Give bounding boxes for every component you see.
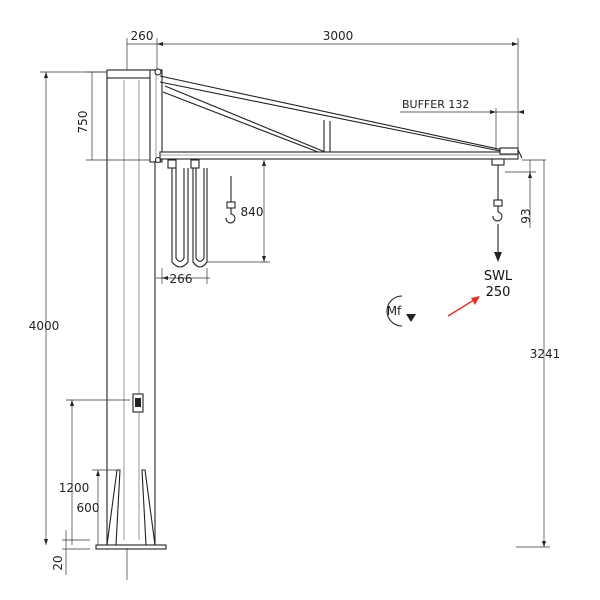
- dim-arrow: [528, 172, 532, 178]
- dim-cable-offset: 266: [170, 272, 193, 286]
- jib-tie-rod: [159, 75, 513, 153]
- hook-block: [226, 201, 236, 209]
- pointer-arrow-line: [447, 299, 475, 317]
- dimensions: 260 3000 750 BUFFER 132 840 266 93: [29, 29, 561, 580]
- dim-arrow: [44, 72, 48, 78]
- dim-arrow: [157, 42, 163, 46]
- moment-label: Mf: [387, 304, 402, 318]
- load-arrow-head: [494, 252, 502, 262]
- end-stop: [499, 147, 519, 155]
- trolley: [491, 158, 505, 166]
- pointer-arrow-head: [471, 296, 480, 305]
- cable-loop: [195, 168, 205, 263]
- dim-jib-height: 750: [76, 111, 90, 134]
- hook-block: [493, 199, 503, 207]
- pivot-pin: [154, 156, 162, 164]
- jib-tie-rod: [159, 81, 506, 153]
- buffer: [517, 149, 523, 159]
- electrical-box-switch: [135, 398, 141, 407]
- swl-value: 250: [486, 285, 511, 300]
- hook-icon: [225, 208, 236, 224]
- cable-trolley: [190, 159, 200, 169]
- swl-label: SWL: [484, 269, 513, 284]
- hook-extended: [491, 158, 505, 262]
- dim-arrow: [490, 110, 496, 114]
- cable-trolley: [167, 159, 177, 169]
- dim-base-height: 600: [77, 501, 100, 515]
- cable-loop: [171, 168, 189, 268]
- hook-parked: [225, 176, 236, 224]
- festoon-cables: [167, 159, 208, 268]
- cable-loop: [192, 168, 208, 268]
- dim-hook-approach: 840: [241, 205, 264, 219]
- hook-icon: [492, 206, 503, 222]
- jib-brace: [164, 85, 326, 153]
- dim-under-hook: 3241: [530, 347, 561, 361]
- dim-jib-length: 3000: [323, 29, 354, 43]
- jib-arm: [159, 75, 523, 160]
- pointer-arrow: [447, 296, 480, 317]
- column: [95, 68, 167, 550]
- jib-girder: [159, 151, 519, 160]
- dim-arrow: [162, 276, 168, 280]
- base-gusset: [106, 469, 121, 546]
- dim-arrow: [542, 541, 546, 547]
- dim-arrow: [512, 42, 518, 46]
- dim-arrow: [262, 256, 266, 262]
- cable-loop: [175, 168, 185, 263]
- dim-arrow: [70, 400, 74, 406]
- base-gusset: [141, 469, 156, 546]
- pivot-pin: [154, 68, 162, 76]
- moment-arrow-icon: [406, 314, 416, 322]
- dim-base-plate: 20: [51, 555, 65, 570]
- dim-arrow: [518, 110, 524, 114]
- column-body: [106, 71, 156, 548]
- moment-arc: [386, 295, 403, 327]
- dim-door-height: 1200: [59, 481, 90, 495]
- dim-arrow: [96, 470, 100, 476]
- dim-buffer: BUFFER 132: [402, 98, 469, 111]
- dim-total-height: 4000: [29, 319, 60, 333]
- dim-arrow: [44, 539, 48, 545]
- dim-arrow: [262, 160, 266, 166]
- dim-column-offset: 260: [131, 29, 154, 43]
- dim-hook-clearance: 93: [519, 208, 533, 223]
- moment-symbol: Mf: [386, 295, 416, 327]
- jib-brace: [162, 91, 319, 153]
- base-plate: [95, 544, 167, 550]
